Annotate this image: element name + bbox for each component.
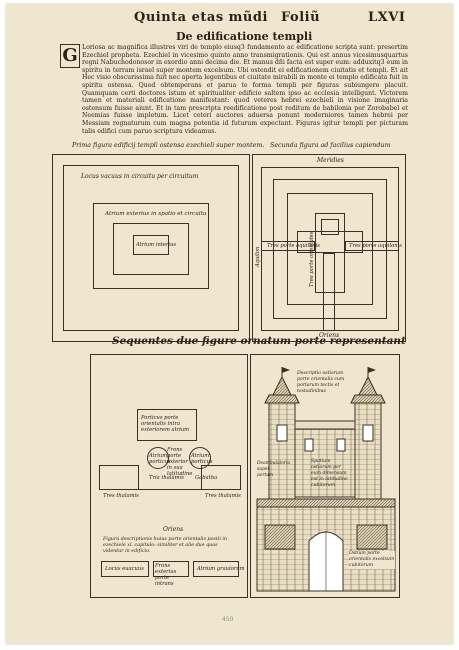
plan-baseline xyxy=(99,489,241,490)
inner-wall xyxy=(273,179,387,319)
caption-first-figure: Prima figura edificij templi ostensa eze… xyxy=(72,142,265,149)
outer-court xyxy=(63,165,239,331)
left-gate-passage xyxy=(261,241,315,251)
aquilon-label: Aquilon xyxy=(255,246,261,267)
plan-bottom-left-label: Tres thalamis xyxy=(103,493,139,499)
middle-court xyxy=(93,203,209,289)
left-tower xyxy=(264,367,300,506)
plan-note: Figura descriptionis huius porte orienta… xyxy=(103,537,227,554)
oriens-label: Oriens xyxy=(319,332,340,339)
right-tower xyxy=(350,367,386,506)
inner-court xyxy=(113,223,189,275)
sanctuary xyxy=(133,235,169,255)
folio-label: Foliũ xyxy=(281,10,321,25)
document-page: Quinta etas mũdi Foliũ LXVI De edificati… xyxy=(6,4,453,644)
court-wall xyxy=(287,193,373,305)
gate-illustration xyxy=(256,367,396,592)
plan-box-right-label: Atrium grauiorum xyxy=(197,566,245,572)
caption-second-figure: Secunda figura ad facilius capiendum xyxy=(270,142,391,149)
left-pillar-label: Atrium porticus xyxy=(149,453,171,465)
cross-vertical xyxy=(315,213,345,293)
cross-center xyxy=(321,219,339,235)
meridies-label: Meridies xyxy=(317,157,344,164)
plan-box-left-label: Locus euacuus xyxy=(105,566,144,572)
plan-center-label: Frons porte exterior in sua latitudine xyxy=(167,447,193,477)
right-pillar xyxy=(189,447,211,469)
plan-box-mid xyxy=(153,561,189,577)
outer-court-label: Locus vacuus in circuitu per circuitum xyxy=(81,173,199,180)
gate-label-top-left: Descriptio ostiorum porte orientalis cum… xyxy=(297,371,345,394)
plan-top-block xyxy=(137,409,197,441)
cross-horizontal xyxy=(297,231,363,253)
folio-number: LXVI xyxy=(368,10,406,25)
right-pillar-label: Atrium porticus xyxy=(191,453,213,465)
right-gate-label: Tres porte aquilonis xyxy=(349,243,402,249)
gate-plan-frame: Porticus porte orientalis intra exterior… xyxy=(90,354,248,598)
plan-right-small-label: Gabatha xyxy=(195,475,218,481)
section-title: De edificatione templi xyxy=(176,30,313,43)
plan-left-small-label: Tria thalamis xyxy=(149,475,184,481)
plan-bottom-right-label: Tres thalamis xyxy=(205,493,241,499)
plan-oriens-label: Oriens xyxy=(163,526,184,533)
pencil-note: 450 xyxy=(222,616,234,623)
drop-cap: G xyxy=(60,44,80,68)
left-gate-label: Tres porte aquilonis xyxy=(267,243,320,249)
gate-label-right-mid: Spatium ostiorum per eum dimensum est in… xyxy=(311,459,348,488)
right-gate-passage xyxy=(345,241,399,251)
running-title: Quinta etas mũdi xyxy=(134,10,268,25)
gate-label-bottom-right: Ostium porte orientalis excelsum cubitor… xyxy=(349,551,395,569)
gate-elevation-frame: Descriptio ostiorum porte orientalis cum… xyxy=(250,354,400,598)
gate-house xyxy=(294,420,356,498)
plan-box-right xyxy=(193,561,239,577)
left-pillar xyxy=(147,447,169,469)
sanctuary-label: Atrium interius xyxy=(136,242,177,248)
figure-one-frame: Locus vacuus in circuitu per circuitum A… xyxy=(52,154,250,342)
gate-label-left-mid: Deambulatoria super portam xyxy=(257,461,290,478)
plan-box-left xyxy=(101,561,149,577)
center-gate-label: Tres porte orientales xyxy=(309,231,315,287)
front-wall xyxy=(256,498,396,592)
middle-court-label: Atrium exterius in spatio et circuitu xyxy=(105,211,207,217)
body-paragraph: Loriosa ac magnifica illustres viri de t… xyxy=(82,44,408,135)
section-two-title: Sequentes due figure ornatum porte repre… xyxy=(112,335,406,347)
plan-box-mid-label: Frons exterius porte intrans xyxy=(155,563,177,587)
center-gate-passage xyxy=(323,253,335,331)
figure-two-frame: Meridies Tres porte aquilonis Tres porte… xyxy=(252,154,406,342)
plan-top-label: Porticus porte orientalis intra exterior… xyxy=(141,415,190,433)
right-chambers xyxy=(201,465,241,489)
left-chambers xyxy=(99,465,139,489)
